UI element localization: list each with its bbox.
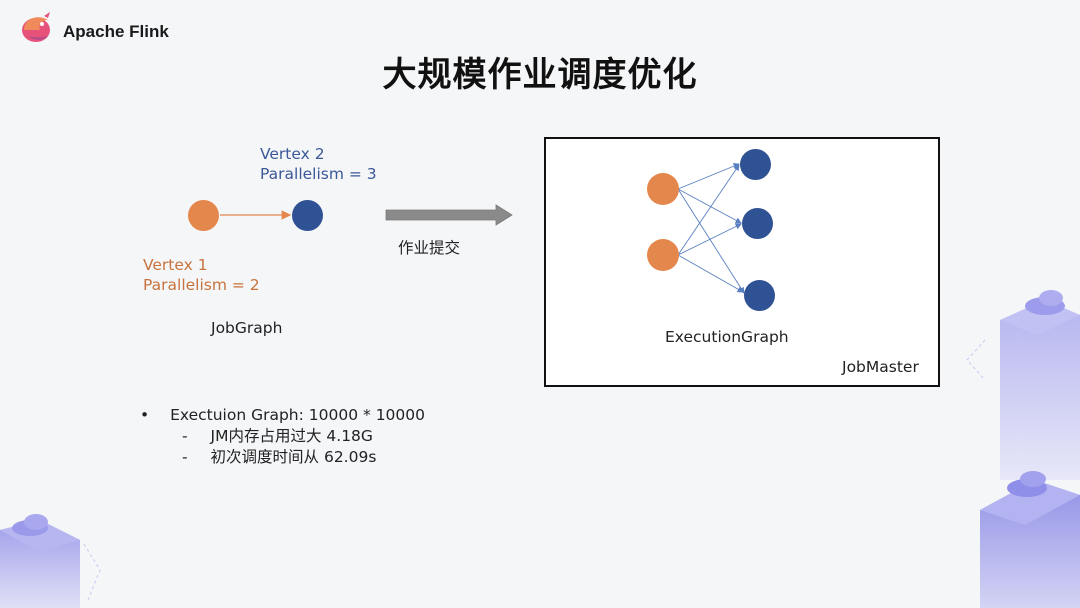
vertex1-name: Vertex 1	[143, 256, 208, 274]
submit-label: 作业提交	[398, 239, 461, 257]
vertex2-node	[292, 200, 323, 231]
note-sub-1: - JM内存占用过大 4.18G	[140, 426, 425, 447]
vertex2-parallelism: Parallelism = 3	[260, 165, 377, 183]
notes-list: • Exectuion Graph: 10000 * 10000 - JM内存占…	[140, 405, 425, 468]
vertex1-node	[188, 200, 219, 231]
note-sub-2: - 初次调度时间从 62.09s	[140, 447, 425, 468]
vertex2-name: Vertex 2	[260, 145, 325, 163]
exec-target-node-1	[740, 149, 771, 180]
flink-logo-icon	[22, 12, 50, 42]
page-title: 大规模作业调度优化	[382, 55, 698, 95]
jobmaster-caption: JobMaster	[842, 358, 919, 376]
exec-target-node-3	[744, 280, 775, 311]
dash-icon: -	[182, 427, 188, 445]
vertex1-parallelism: Parallelism = 2	[143, 276, 260, 294]
decor-cloud-server-right-icon	[966, 290, 1080, 608]
exec-target-node-2	[742, 208, 773, 239]
execution-edges	[677, 163, 745, 294]
bullet-icon: •	[140, 406, 150, 424]
note-sub-2-text: 初次调度时间从 62.09s	[210, 448, 377, 466]
jobmaster-box	[544, 137, 940, 387]
submit-arrow-icon	[385, 204, 513, 226]
decor-cloud-server-left-icon	[0, 514, 101, 608]
brand-name: Apache Flink	[63, 22, 169, 41]
note-main: • Exectuion Graph: 10000 * 10000	[140, 405, 425, 426]
note-sub-1-text: JM内存占用过大 4.18G	[210, 427, 373, 445]
executiongraph-caption: ExecutionGraph	[665, 328, 789, 346]
jobgraph-edge	[220, 210, 292, 220]
jobgraph-caption: JobGraph	[211, 319, 283, 337]
dash-icon: -	[182, 448, 188, 466]
exec-source-node-2	[647, 239, 679, 271]
note-main-text: Exectuion Graph: 10000 * 10000	[170, 406, 425, 424]
exec-source-node-1	[647, 173, 679, 205]
